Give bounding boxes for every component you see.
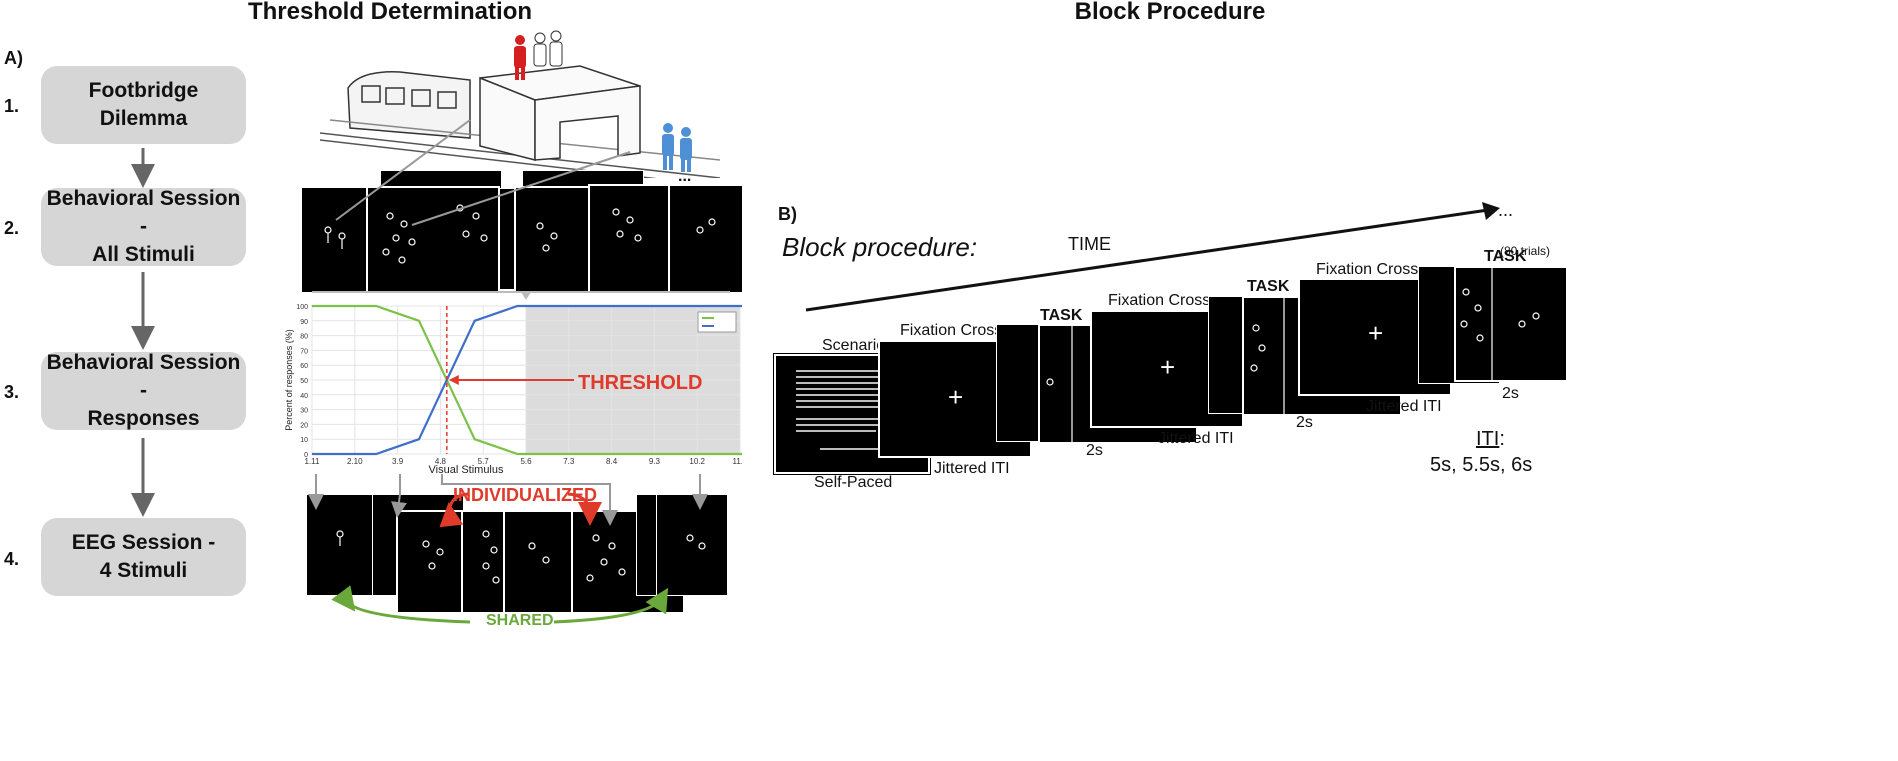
task-screen-3 (1454, 266, 1568, 382)
bystander-people-icon (533, 30, 563, 67)
y-tick-label: 0 (304, 452, 308, 459)
trials-ellipsis: ... (1498, 200, 1514, 220)
y-tick-label: 70 (300, 348, 308, 355)
threshold-label: THRESHOLD (578, 372, 703, 394)
block-procedure-heading: Block Procedure (1074, 0, 1266, 25)
x-tick-label: 10.2 (689, 457, 705, 466)
y-tick-label: 100 (296, 304, 308, 311)
x-tick-label: 1.11 (305, 457, 321, 466)
footbridge-illustration (320, 30, 721, 178)
threshold-arrowhead (448, 375, 459, 385)
x-tick-label: 4.8 (435, 457, 447, 466)
task-duration-1: 2s (1086, 442, 1103, 459)
task-label-1: TASK (1040, 307, 1083, 324)
bridge-sketch (479, 65, 641, 161)
x-tick-label: 11.1 (733, 457, 742, 466)
panel-b-label: B) (778, 204, 797, 224)
iti-title: ITI: (1476, 428, 1505, 451)
step-number-1: 1. (4, 96, 20, 116)
y-tick-label: 30 (300, 408, 308, 415)
block-procedure-title: Block procedure: (782, 232, 978, 262)
series-line (312, 304, 742, 456)
fixation-cross: + (1368, 318, 1384, 348)
x-tick-label: 5.6 (520, 457, 532, 466)
jittered-iti-label-1: Jittered ITI (934, 460, 1010, 477)
task-duration-3: 2s (1502, 385, 1519, 402)
ellipsis-more-stimuli: ... (678, 168, 692, 185)
x-tick-label: 8.4 (606, 457, 618, 466)
jittered-iti-label-2: Jittered ITI (1158, 430, 1234, 447)
range-marker (521, 292, 531, 300)
stick-figures (336, 530, 706, 584)
fixation-cross: + (948, 382, 964, 412)
panel-a-label: A) (4, 48, 23, 68)
red-person-icon (514, 35, 526, 80)
blue-workers-icon (662, 123, 692, 172)
fixation-label-1: Fixation Cross (900, 322, 1003, 339)
selection-arrows (308, 474, 708, 624)
iti-underlined: ITI (1476, 428, 1500, 450)
x-tick-label: 2.10 (347, 457, 363, 466)
y-tick-label: 10 (300, 437, 308, 444)
fixation-label-2: Fixation Cross (1108, 292, 1211, 309)
self-paced-label: Self-Paced (814, 474, 893, 491)
task-label-2: TASK (1247, 278, 1290, 295)
threshold-chart: 0 10 20 30 40 50 60 70 80 90 100 1.11 2.10 3.9 4.8 5.7 5… (284, 291, 742, 476)
step-label: Behavioral Session - All Stimuli (46, 187, 241, 266)
step-behavioral-all-stimuli: Behavioral Session - All Stimuli (41, 187, 246, 266)
time-arrow (805, 202, 1500, 312)
y-tick-label: 60 (300, 363, 308, 370)
illustration-arrows (335, 119, 631, 226)
x-tick-label: 7.3 (563, 457, 575, 466)
step-label: Behavioral Session - Responses (46, 351, 241, 430)
iti-colon: : (1499, 428, 1505, 450)
y-tick-label: 50 (300, 378, 308, 385)
jittered-iti-label-3: Jittered ITI (1366, 398, 1442, 415)
y-tick-label: 40 (300, 393, 308, 400)
y-axis-label: Percent of responses (%) (284, 329, 294, 431)
stick-figures (324, 204, 716, 264)
y-tick-label: 80 (300, 334, 308, 341)
step-label: EEG Session - 4 Stimuli (71, 531, 216, 582)
individualized-label: INDIVIDUALIZED (453, 485, 597, 505)
y-tick-label: 90 (300, 319, 308, 326)
scenario-label: Scenario (822, 337, 886, 354)
time-label: TIME (1068, 234, 1111, 254)
x-axis-label: Visual Stimulus (429, 464, 504, 476)
threshold-heading: Threshold Determination (247, 0, 533, 25)
step-number-2: 2. (4, 218, 20, 238)
stick-figures (1460, 268, 1540, 380)
legend-box (697, 311, 737, 333)
step-number-3: 3. (4, 382, 20, 402)
task-label-3: TASK (1484, 248, 1527, 265)
iti-values: 5s, 5.5s, 6s (1430, 454, 1533, 476)
task-duration-2: 2s (1296, 414, 1313, 431)
shared-label: SHARED (486, 612, 554, 629)
x-tick-label: 3.9 (392, 457, 404, 466)
step-arrows (131, 148, 155, 517)
step-number-4: 4. (4, 549, 20, 569)
step-eeg-session: EEG Session - 4 Stimuli (41, 518, 246, 596)
step-footbridge-dilemma: Footbridge Dilemma (41, 66, 246, 144)
x-tick-label: 5.7 (478, 457, 490, 466)
fixation-label-3: Fixation Cross (1316, 261, 1419, 278)
eeg-stimulus-frames (306, 494, 728, 614)
scenario-text-lines (796, 370, 908, 450)
step-label: Footbridge Dilemma (88, 79, 199, 130)
fixation-cross: + (1160, 352, 1176, 382)
series-line (312, 304, 742, 456)
trials-count: (80 trials) (1500, 244, 1551, 258)
x-tick-label: 9.3 (649, 457, 661, 466)
step-behavioral-responses: Behavioral Session - Responses (41, 351, 246, 430)
y-tick-label: 20 (300, 422, 308, 429)
